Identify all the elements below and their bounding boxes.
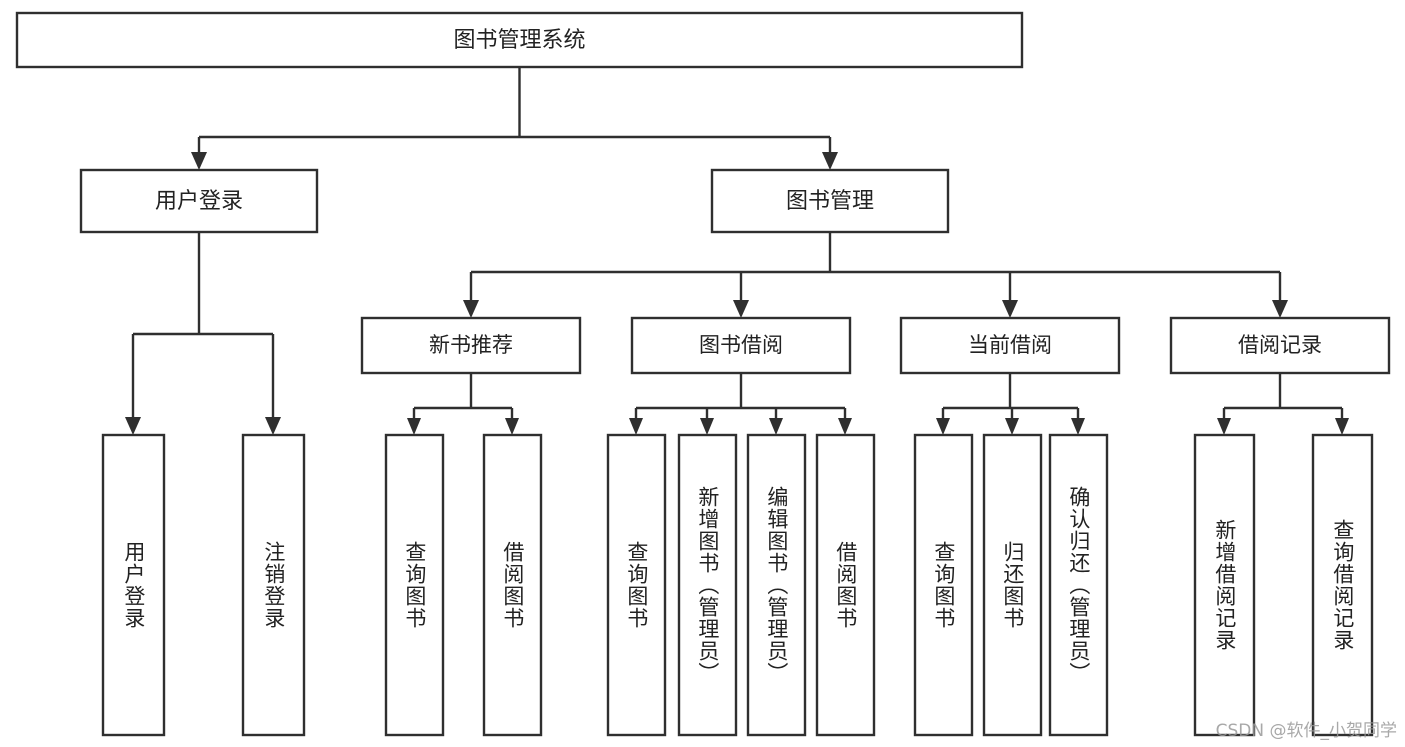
leaf-node-query-book-2[interactable] bbox=[606, 433, 667, 737]
leaf-edit-book-box[interactable] bbox=[746, 433, 807, 737]
arrow-to-leaf-borrow-book-2 bbox=[838, 418, 852, 435]
arrow-to-leaf-borrow-book-1 bbox=[505, 418, 519, 435]
leaf-node-query-book-3[interactable] bbox=[913, 433, 974, 737]
borrow-record-box[interactable] bbox=[1169, 316, 1391, 375]
leaf-node-add-record[interactable] bbox=[1193, 433, 1256, 737]
node-root[interactable]: 图书管理系统 bbox=[15, 11, 1024, 69]
node-new-book-recommend[interactable]: 新书推荐 bbox=[360, 316, 582, 375]
leaf-borrow-book-2-box[interactable] bbox=[815, 433, 876, 737]
book-management-label: 图书管理 bbox=[786, 189, 874, 214]
root-label: 图书管理系统 bbox=[453, 28, 585, 53]
new-book-recommend-box[interactable] bbox=[360, 316, 582, 375]
root-box[interactable] bbox=[15, 11, 1024, 69]
leaf-node-borrow-book-2[interactable] bbox=[815, 433, 876, 737]
leaf-borrow-book-1-box[interactable] bbox=[482, 433, 543, 737]
leaf-add-record-box[interactable] bbox=[1193, 433, 1256, 737]
arrow-to-book-borrow bbox=[733, 300, 749, 318]
node-user-login[interactable]: 用户登录 bbox=[79, 168, 319, 234]
node-current-borrow[interactable]: 当前借阅 bbox=[899, 316, 1121, 375]
leaf-node-user-login[interactable] bbox=[101, 433, 166, 737]
arrow-to-leaf-query-book-1 bbox=[407, 418, 421, 435]
arrow-to-user-login bbox=[191, 152, 207, 170]
arrow-to-leaf-confirm-return bbox=[1071, 418, 1085, 435]
leaf-node-borrow-book-1[interactable] bbox=[482, 433, 543, 737]
leaf-logout-box[interactable] bbox=[241, 433, 306, 737]
current-borrow-label: 当前借阅 bbox=[968, 333, 1052, 357]
leaf-query-record-box[interactable] bbox=[1311, 433, 1374, 737]
arrow-to-leaf-add-book bbox=[700, 418, 714, 435]
leaf-query-book-1-box[interactable] bbox=[384, 433, 445, 737]
leaf-query-book-3-box[interactable] bbox=[913, 433, 974, 737]
user-login-box[interactable] bbox=[79, 168, 319, 234]
arrow-to-new-book-recommend bbox=[463, 300, 479, 318]
borrow-record-label: 借阅记录 bbox=[1238, 333, 1322, 357]
leaf-confirm-return-box[interactable] bbox=[1048, 433, 1109, 737]
arrow-to-book-management bbox=[822, 152, 838, 170]
leaf-node-edit-book[interactable] bbox=[746, 433, 807, 737]
node-book-management[interactable]: 图书管理 bbox=[710, 168, 950, 234]
leaf-node-query-record[interactable] bbox=[1311, 433, 1374, 737]
leaf-query-book-2-box[interactable] bbox=[606, 433, 667, 737]
new-book-recommend-label: 新书推荐 bbox=[429, 333, 513, 357]
arrow-to-leaf-user-login bbox=[125, 417, 141, 435]
edges-layer bbox=[125, 67, 1349, 435]
arrow-to-leaf-logout bbox=[265, 417, 281, 435]
arrow-to-leaf-edit-book bbox=[769, 418, 783, 435]
leaf-node-logout[interactable] bbox=[241, 433, 306, 737]
arrow-to-leaf-query-book-3 bbox=[936, 418, 950, 435]
arrow-to-leaf-add-record bbox=[1217, 418, 1231, 435]
arrow-to-borrow-record bbox=[1272, 300, 1288, 318]
arrow-to-leaf-return-book bbox=[1005, 418, 1019, 435]
current-borrow-box[interactable] bbox=[899, 316, 1121, 375]
arrow-to-leaf-query-record bbox=[1335, 418, 1349, 435]
arrow-to-leaf-query-book-2 bbox=[629, 418, 643, 435]
book-management-box[interactable] bbox=[710, 168, 950, 234]
leaf-return-book-box[interactable] bbox=[982, 433, 1043, 737]
leaf-node-query-book-1[interactable] bbox=[384, 433, 445, 737]
leaf-node-confirm-return[interactable] bbox=[1048, 433, 1109, 737]
arrow-to-current-borrow bbox=[1002, 300, 1018, 318]
book-borrow-label: 图书借阅 bbox=[699, 333, 783, 357]
book-borrow-box[interactable] bbox=[630, 316, 852, 375]
leaf-add-book-box[interactable] bbox=[677, 433, 738, 737]
leaf-node-return-book[interactable] bbox=[982, 433, 1043, 737]
leaf-node-add-book[interactable] bbox=[677, 433, 738, 737]
user-login-label: 用户登录 bbox=[155, 189, 243, 214]
leaf-user-login-box[interactable] bbox=[101, 433, 166, 737]
node-book-borrow[interactable]: 图书借阅 bbox=[630, 316, 852, 375]
node-borrow-record[interactable]: 借阅记录 bbox=[1169, 316, 1391, 375]
